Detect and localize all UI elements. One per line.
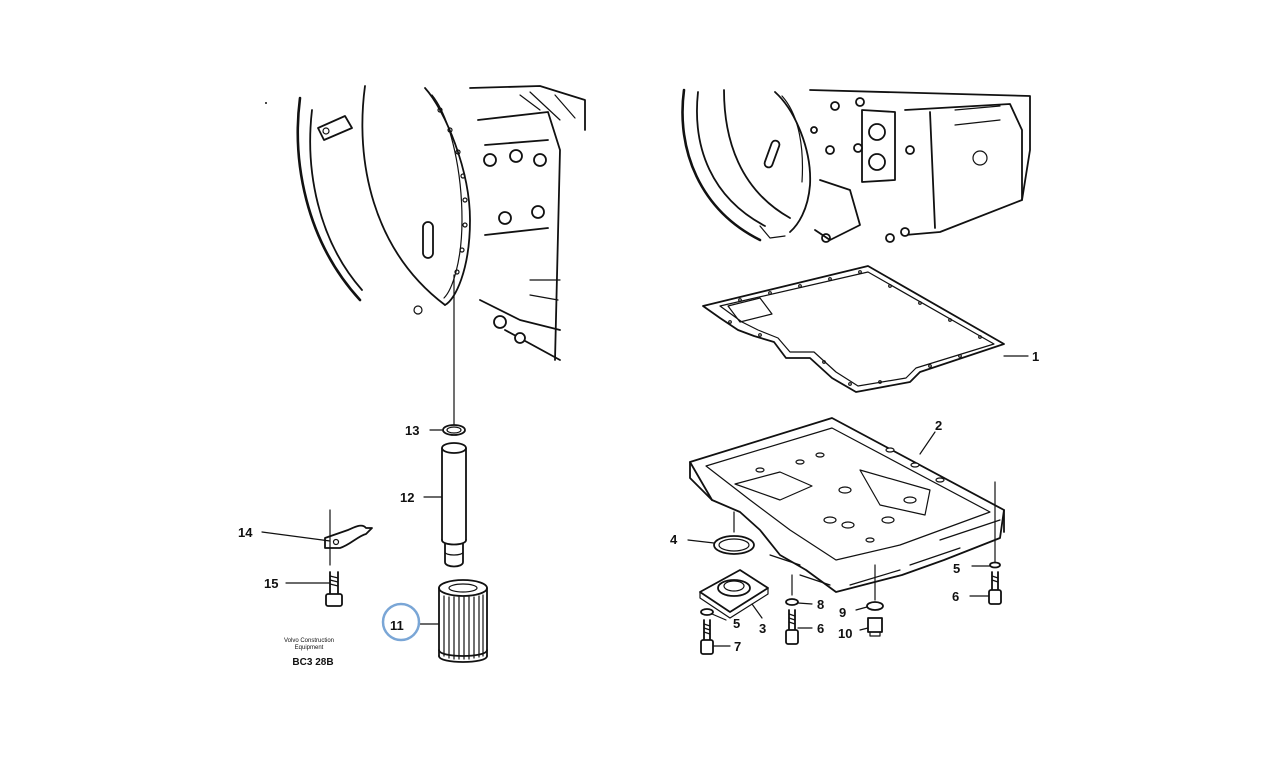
part-9-washer — [855, 601, 884, 611]
label-15: 15 — [264, 576, 278, 591]
label-5-left: 5 — [733, 616, 740, 631]
label-7: 7 — [734, 639, 741, 654]
part-11-filter — [419, 579, 488, 663]
part-4-o-ring — [687, 535, 755, 555]
label-10: 10 — [838, 626, 852, 641]
label-5-right: 5 — [953, 561, 960, 576]
part-5-washer-right — [971, 561, 1001, 569]
publisher-block: Volvo Construction Equipment BC3 28B — [284, 638, 334, 668]
label-6-right: 6 — [952, 589, 959, 604]
label-3: 3 — [759, 621, 766, 636]
part-6-bolt-middle — [785, 609, 813, 645]
label-13: 13 — [405, 423, 419, 438]
part-14-bracket — [261, 509, 373, 566]
part-15-bolt — [285, 571, 343, 607]
part-13-o-ring — [429, 424, 466, 436]
part-10-drain-plug — [859, 617, 883, 637]
part-1-gasket — [702, 265, 1029, 393]
part-3-cover — [699, 569, 769, 619]
left-transmission-housing — [296, 85, 586, 361]
right-transmission-housing — [681, 88, 1031, 243]
label-11: 11 — [390, 618, 404, 633]
label-8: 8 — [817, 597, 824, 612]
part-5-washer-left — [700, 608, 727, 621]
callout-labels: 1 2 3 4 5 5 6 6 7 8 9 10 11 12 13 14 15 — [238, 349, 1039, 654]
label-4: 4 — [670, 532, 678, 547]
part-6-bolt-right — [969, 571, 1002, 605]
part-7-bolt — [700, 619, 731, 655]
label-2: 2 — [935, 418, 942, 433]
drawing-code: BC3 28B — [292, 657, 333, 668]
label-6-middle: 6 — [817, 621, 824, 636]
publisher-line-2: Equipment — [295, 645, 324, 651]
part-2-oil-pan — [689, 417, 1005, 593]
publisher-line-1: Volvo Construction — [284, 638, 334, 644]
highlight-circle-label-11 — [381, 602, 421, 642]
label-14: 14 — [238, 525, 253, 540]
part-12-suction-tube — [423, 442, 467, 568]
part-8-washer — [785, 598, 813, 606]
label-9: 9 — [839, 605, 846, 620]
label-12: 12 — [400, 490, 414, 505]
label-1: 1 — [1032, 349, 1039, 364]
